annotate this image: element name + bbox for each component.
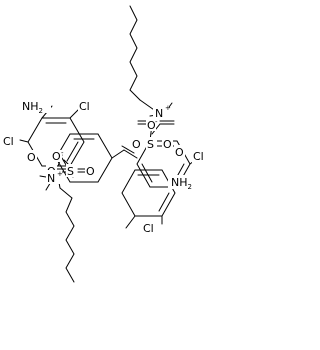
- left-amine-label: NH2: [22, 100, 43, 115]
- vinylene-bridge: [111, 145, 138, 159]
- upper-sulfonyl-o-right: O: [163, 138, 172, 151]
- right-chlorine-upper: Cl: [193, 150, 204, 163]
- right-chlorine-lower: Cl: [143, 222, 154, 235]
- atom-labels: N + O - S O O O Cl Cl NH2 NH2 Cl Cl O O: [2, 99, 208, 235]
- upper-o-minus-label: O: [147, 119, 156, 132]
- upper-nitrogen-label: N: [155, 107, 163, 120]
- upper-ring-o-label: O: [175, 146, 184, 159]
- lower-o-minus-label: O: [52, 150, 61, 163]
- left-chlorine-lower: Cl: [3, 135, 14, 148]
- upper-sulfonyl-o-left: O: [132, 138, 141, 151]
- lower-octyl-chain: [59, 187, 75, 283]
- right-amine-label: NH2: [171, 176, 192, 191]
- left-chlorine-upper: Cl: [79, 100, 90, 113]
- right-lower-ring: [121, 169, 176, 217]
- lower-nitrogen-label: N: [47, 172, 55, 185]
- lower-ring-o-label: O: [27, 151, 36, 164]
- structure-canvas: N + O - S O O O Cl Cl NH2 NH2 Cl Cl O O: [2, 5, 208, 283]
- upper-o-minus-charge: -: [155, 118, 158, 126]
- upper-sulfur-label: S: [147, 138, 154, 151]
- lower-sulfur-label: S: [67, 165, 74, 178]
- lower-o-minus-charge: -: [61, 149, 64, 157]
- molecule-drawing: N + O - S O O O Cl Cl NH2 NH2 Cl Cl O O: [2, 5, 208, 283]
- upper-octyl-chain: [129, 5, 141, 101]
- lower-sulfonyl-o-right: O: [86, 165, 95, 178]
- lower-nitrogen-charge: +: [57, 170, 63, 178]
- upper-nitrogen-charge: +: [165, 104, 171, 112]
